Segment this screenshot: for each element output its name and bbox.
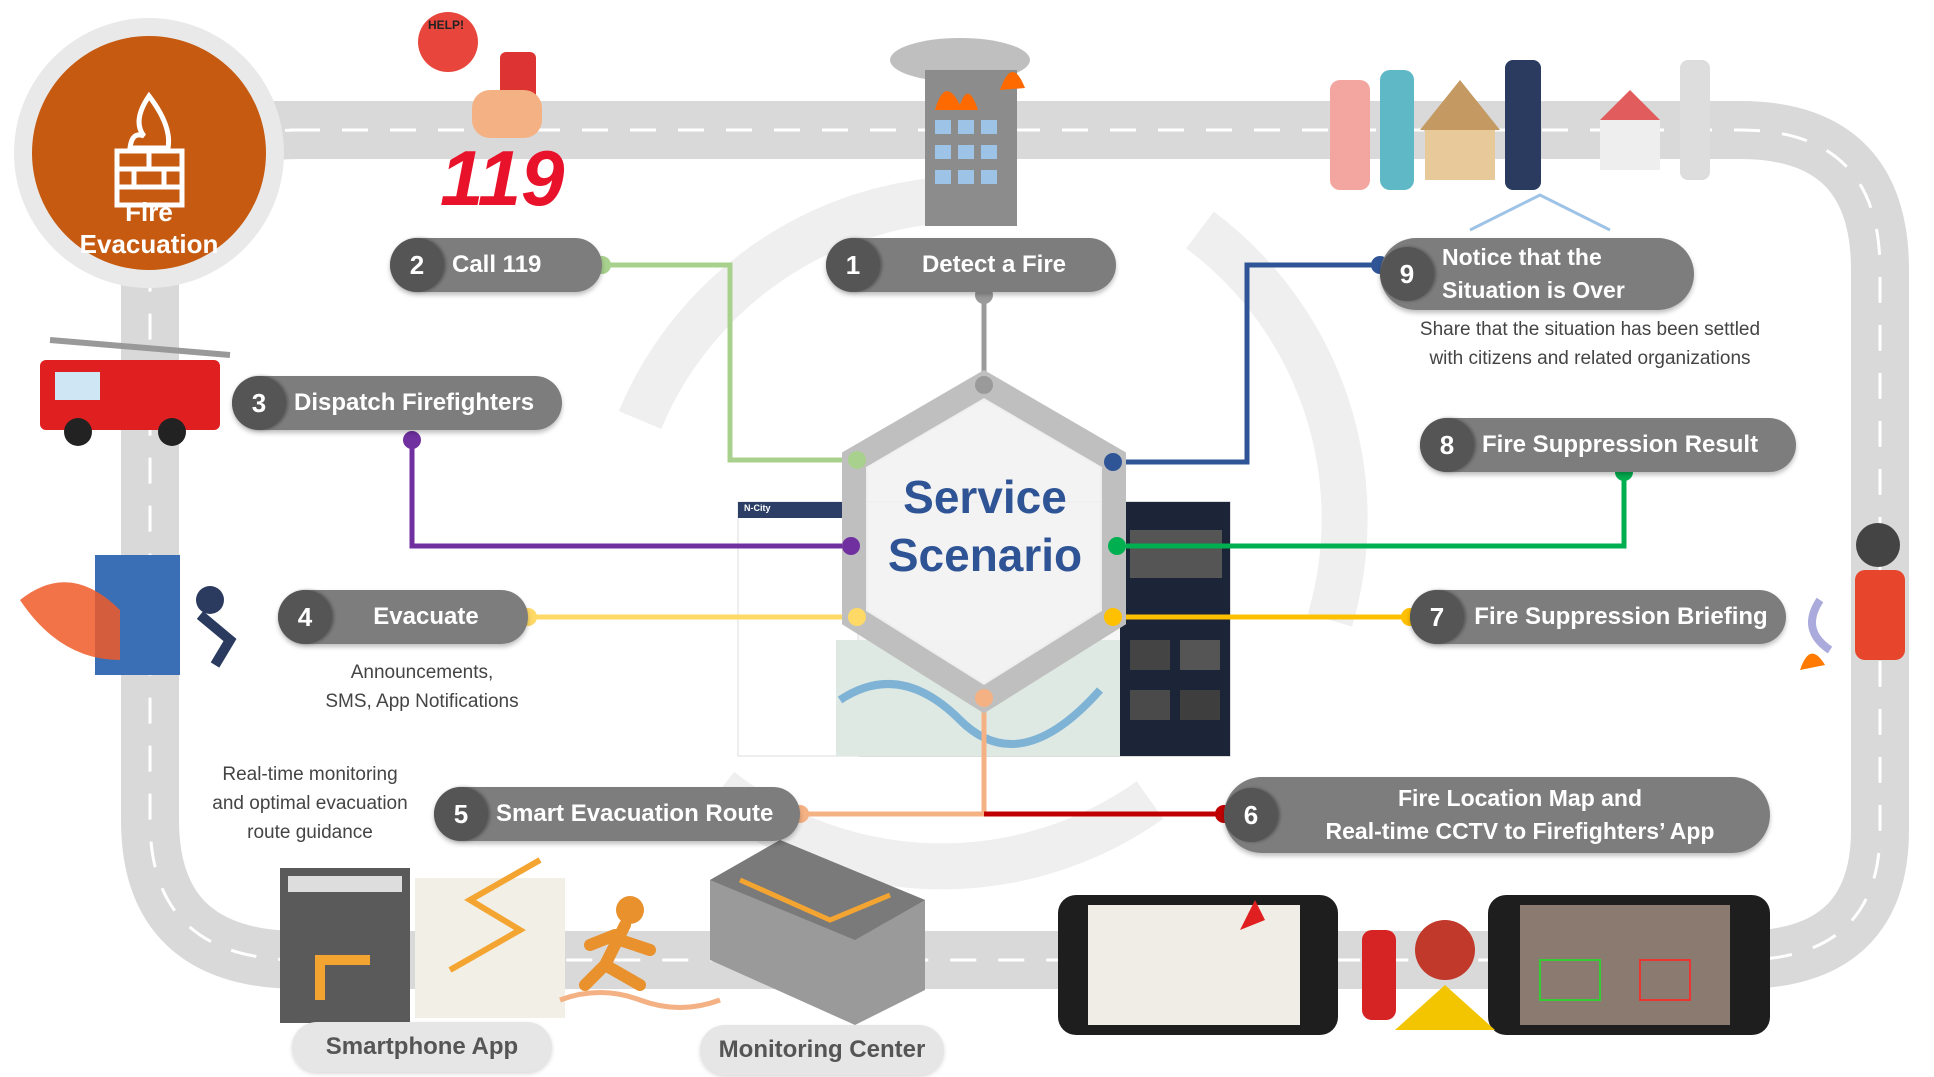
firefighter-app-phones [1058, 895, 1770, 1035]
connector-step-3 [409, 440, 851, 549]
monitoring-center-tag: Monitoring Center [700, 1025, 944, 1075]
monitoring-center-3d [710, 840, 925, 1025]
smartphone-app-tag: Smartphone App [292, 1022, 552, 1072]
service-scenario-title: Service Scenario [887, 471, 1083, 581]
step-number: 7 [1410, 590, 1464, 644]
svg-text:119: 119 [440, 134, 565, 222]
step-6-pill: 6 Fire Location Map and Real-time CCTV t… [1224, 777, 1770, 853]
evacuating-people-icon [20, 555, 237, 675]
step-3-pill: 3 Dispatch Firefighters [232, 376, 562, 430]
phone-help-icon [418, 12, 542, 138]
step-number: 5 [434, 787, 488, 841]
step-number: 3 [232, 376, 286, 430]
step-9-note: Share that the situation has been settle… [1419, 319, 1761, 369]
burning-building-icon [890, 38, 1030, 226]
fire-evacuation-badge: Fire Evacuation [14, 18, 284, 288]
fire-truck-icon [40, 337, 231, 446]
badge-circle: Fire Evacuation [32, 36, 266, 270]
connector-step-9 [1113, 262, 1380, 465]
step-label: Dispatch Firefighters [294, 389, 535, 416]
help-bubble-text: HELP! [428, 18, 464, 32]
screen-app-name: N-City [744, 503, 771, 513]
step-label: Smart Evacuation Route [496, 800, 774, 827]
badge-title: Fire Evacuation [79, 197, 219, 259]
step-9-pill: 9 Notice that the Situation is Over [1380, 238, 1694, 310]
connector-step-2 [602, 262, 857, 463]
fire-wall-icon [114, 91, 185, 208]
step-4-note: Announcements, SMS, App Notifications [325, 662, 519, 712]
step-label: Evacuate [373, 603, 479, 630]
step-7-pill: 7 Fire Suppression Briefing [1410, 590, 1786, 644]
step-number: 2 [390, 238, 444, 292]
step-2-pill: 2 Call 119 [390, 238, 602, 292]
step-label: Call 119 [452, 251, 542, 278]
citizens-police-icon [1330, 60, 1710, 232]
step-number: 6 [1224, 788, 1278, 842]
step-8-pill: 8 Fire Suppression Result [1420, 418, 1796, 472]
step-number: 1 [826, 238, 880, 292]
smartphone-app-screens [280, 857, 565, 1023]
step-label: Fire Location Map and Real-time CCTV to … [1325, 785, 1715, 844]
connector-step-8 [1117, 472, 1627, 549]
119-logo: 119 [440, 134, 565, 222]
running-person-icon [559, 896, 721, 1010]
step-number: 8 [1420, 418, 1474, 472]
step-1-pill: 1 Detect a Fire [826, 238, 1116, 292]
step-4-pill: 4 Evacuate [278, 590, 528, 644]
connector-lines [409, 262, 1627, 817]
step-5-pill: 5 Smart Evacuation Route [434, 787, 800, 841]
step-number: 4 [278, 590, 332, 644]
step-label: Notice that the Situation is Over [1442, 244, 1625, 303]
firefighter-icon [1800, 523, 1905, 670]
step-label: Fire Suppression Result [1482, 431, 1759, 458]
fire-extinguisher-icon [1362, 920, 1495, 1030]
step-5-note: Real-time monitoring and optimal evacuat… [212, 764, 408, 843]
step-number: 9 [1380, 247, 1434, 301]
step-label: Detect a Fire [921, 251, 1067, 278]
step-label: Fire Suppression Briefing [1474, 603, 1768, 630]
